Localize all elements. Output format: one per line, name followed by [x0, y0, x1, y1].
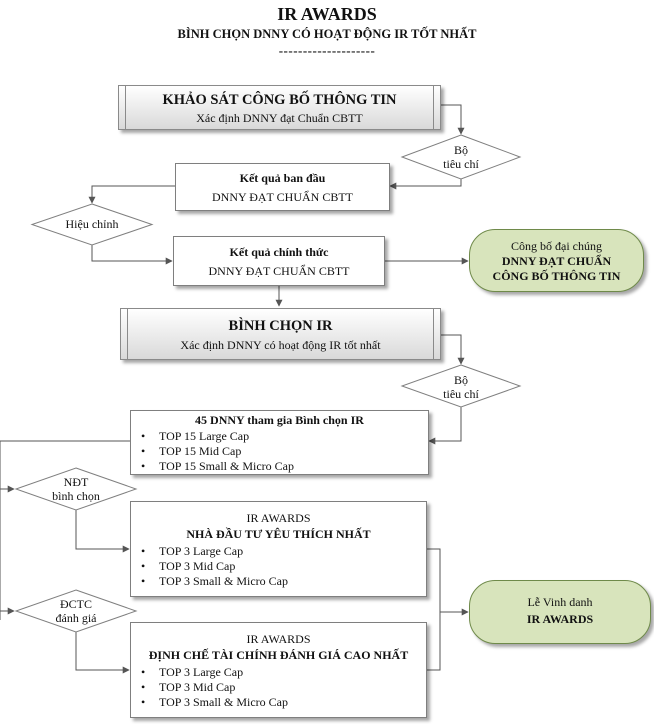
announce-oval: Công bố đại chúng DNNY ĐẠT CHUẨN CÔNG BỐ… [469, 229, 644, 292]
criteria1-diamond [400, 134, 522, 180]
investor-award-title: NHÀ ĐẦU TƯ YÊU THÍCH NHẤT [186, 527, 371, 541]
investor-vote-line2: bình chọn [52, 489, 100, 503]
initial-result-box: Kết quả ban đầu DNNY ĐẠT CHUẨN CBTT [175, 163, 390, 211]
list-item: TOP 3 Small & Micro Cap [135, 695, 288, 710]
investor-vote-diamond [14, 467, 138, 511]
criteria2-line1: Bộ [453, 373, 468, 387]
adjust-label: Hiệu chỉnh [65, 217, 119, 231]
adjust-diamond [30, 203, 154, 246]
investor-vote-label: NĐT bình chọn [36, 475, 116, 503]
connector-criteria1-initial [389, 179, 462, 190]
ceremony-line2: IR AWARDS [526, 612, 594, 626]
participants-box: 45 DNNY tham gia Bình chọn IR TOP 15 Lar… [130, 410, 429, 475]
participants-title: 45 DNNY tham gia Bình chọn IR [195, 413, 364, 427]
ceremony-oval: Lễ Vinh danh IR AWARDS [469, 580, 651, 644]
page-title: IR AWARDS [277, 4, 377, 24]
survey-bar-left [125, 86, 126, 129]
connector-fi-award [75, 632, 130, 674]
criteria1-line1: Bộ [453, 143, 468, 157]
list-item: TOP 3 Mid Cap [135, 680, 288, 695]
connector-vote-criteria2 [441, 334, 465, 365]
vote-bar-right [433, 309, 434, 359]
investor-vote-line1: NĐT [63, 475, 89, 489]
initial-result-subtitle: DNNY ĐẠT CHUẨN CBTT [212, 190, 353, 204]
announce-line3: CÔNG BỐ THÔNG TIN [492, 269, 621, 283]
fi-award-box: IR AWARDS ĐỊNH CHẾ TÀI CHÍNH ĐÁNH GIÁ CA… [130, 622, 427, 718]
page-subtitle: BÌNH CHỌN DNNY CÓ HOẠT ĐỘNG IR TỐT NHẤT [177, 27, 477, 41]
fi-award-title: ĐỊNH CHẾ TÀI CHÍNH ĐÁNH GIÁ CAO NHẤT [148, 648, 409, 662]
survey-subtitle: Xác định DNNY đạt Chuẩn CBTT [196, 111, 363, 125]
fi-vote-diamond [14, 589, 138, 633]
announce-line2: DNNY ĐẠT CHUẨN [501, 254, 612, 268]
connector-awards-ceremony [427, 548, 468, 671]
official-result-subtitle: DNNY ĐẠT CHUẨN CBTT [208, 264, 350, 278]
investor-award-box: IR AWARDS NHÀ ĐẦU TƯ YÊU THÍCH NHẤT TOP … [130, 501, 427, 597]
vote-bar-left [127, 309, 128, 359]
connector-criteria2-participants [428, 407, 462, 445]
title-divider: -------------------- [278, 43, 376, 58]
survey-title: KHẢO SÁT CÔNG BỐ THÔNG TIN [162, 92, 397, 108]
list-item: TOP 15 Mid Cap [135, 444, 294, 459]
vote-box: BÌNH CHỌN IR Xác định DNNY có hoạt động … [120, 308, 441, 360]
official-result-title: Kết quả chính thức [229, 245, 329, 259]
criteria1-label: Bộ tiêu chí [421, 143, 501, 171]
investor-award-line1: IR AWARDS [246, 511, 311, 525]
list-item: TOP 15 Small & Micro Cap [135, 459, 294, 474]
fi-award-list: TOP 3 Large Cap TOP 3 Mid Cap TOP 3 Smal… [135, 665, 288, 710]
vote-subtitle: Xác định DNNY có hoạt động IR tốt nhất [180, 338, 381, 352]
connector-initial-adjust [88, 185, 175, 204]
fi-vote-line2: đánh giá [55, 611, 97, 625]
participants-list: TOP 15 Large Cap TOP 15 Mid Cap TOP 15 S… [135, 429, 294, 474]
criteria2-label: Bộ tiêu chí [421, 373, 501, 401]
survey-bar-right [433, 86, 434, 129]
fi-vote-label: ĐCTC đánh giá [36, 597, 116, 625]
announce-line1: Công bố đại chúng [511, 239, 602, 253]
criteria1-line2: tiêu chí [443, 157, 479, 171]
list-item: TOP 15 Large Cap [135, 429, 294, 444]
criteria2-diamond [400, 364, 522, 408]
fi-award-line1: IR AWARDS [246, 632, 311, 646]
list-item: TOP 3 Small & Micro Cap [135, 574, 288, 589]
criteria2-line2: tiêu chí [443, 387, 479, 401]
connector-participants-trunk [0, 440, 130, 620]
survey-box: KHẢO SÁT CÔNG BỐ THÔNG TIN Xác định DNNY… [118, 85, 441, 130]
initial-result-title: Kết quả ban đầu [239, 171, 326, 185]
connector-investor-award [75, 510, 130, 553]
fi-vote-line1: ĐCTC [59, 597, 92, 611]
connector-survey-criteria1 [441, 104, 465, 135]
vote-title: BÌNH CHỌN IR [228, 318, 333, 334]
list-item: TOP 3 Large Cap [135, 544, 288, 559]
ceremony-line1: Lễ Vinh danh [527, 595, 593, 609]
investor-award-list: TOP 3 Large Cap TOP 3 Mid Cap TOP 3 Smal… [135, 544, 288, 589]
list-item: TOP 3 Large Cap [135, 665, 288, 680]
connector-adjust-official [91, 245, 173, 265]
list-item: TOP 3 Mid Cap [135, 559, 288, 574]
official-result-box: Kết quả chính thức DNNY ĐẠT CHUẨN CBTT [173, 236, 385, 286]
